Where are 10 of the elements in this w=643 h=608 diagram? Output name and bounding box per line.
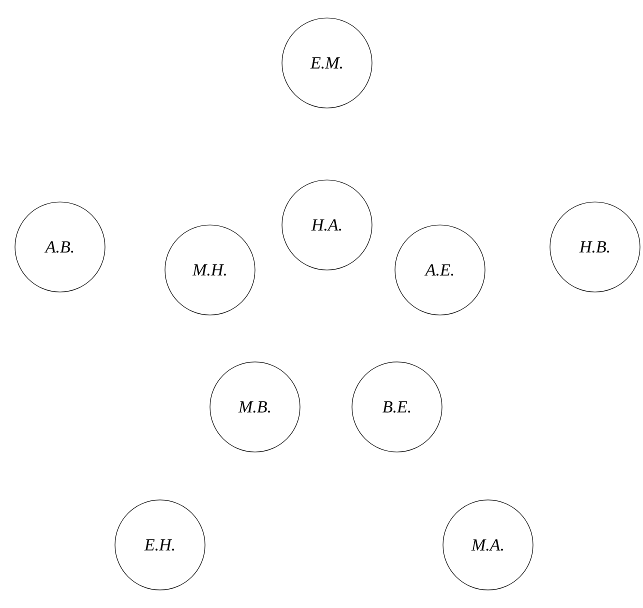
circle-node: E.H.	[114, 500, 206, 590]
circle-node: H.B.	[550, 202, 640, 292]
circle-node: A.E.	[394, 224, 486, 316]
circle-node: B.E.	[352, 362, 442, 452]
circle-node: M.B.	[210, 362, 300, 452]
circle-node: A.B.	[14, 202, 106, 292]
circle-node: E.M.	[282, 18, 372, 108]
circle-node: M.H.	[164, 224, 256, 316]
circle-node: M.A.	[442, 500, 534, 590]
circle-node: H.A.	[282, 180, 372, 270]
